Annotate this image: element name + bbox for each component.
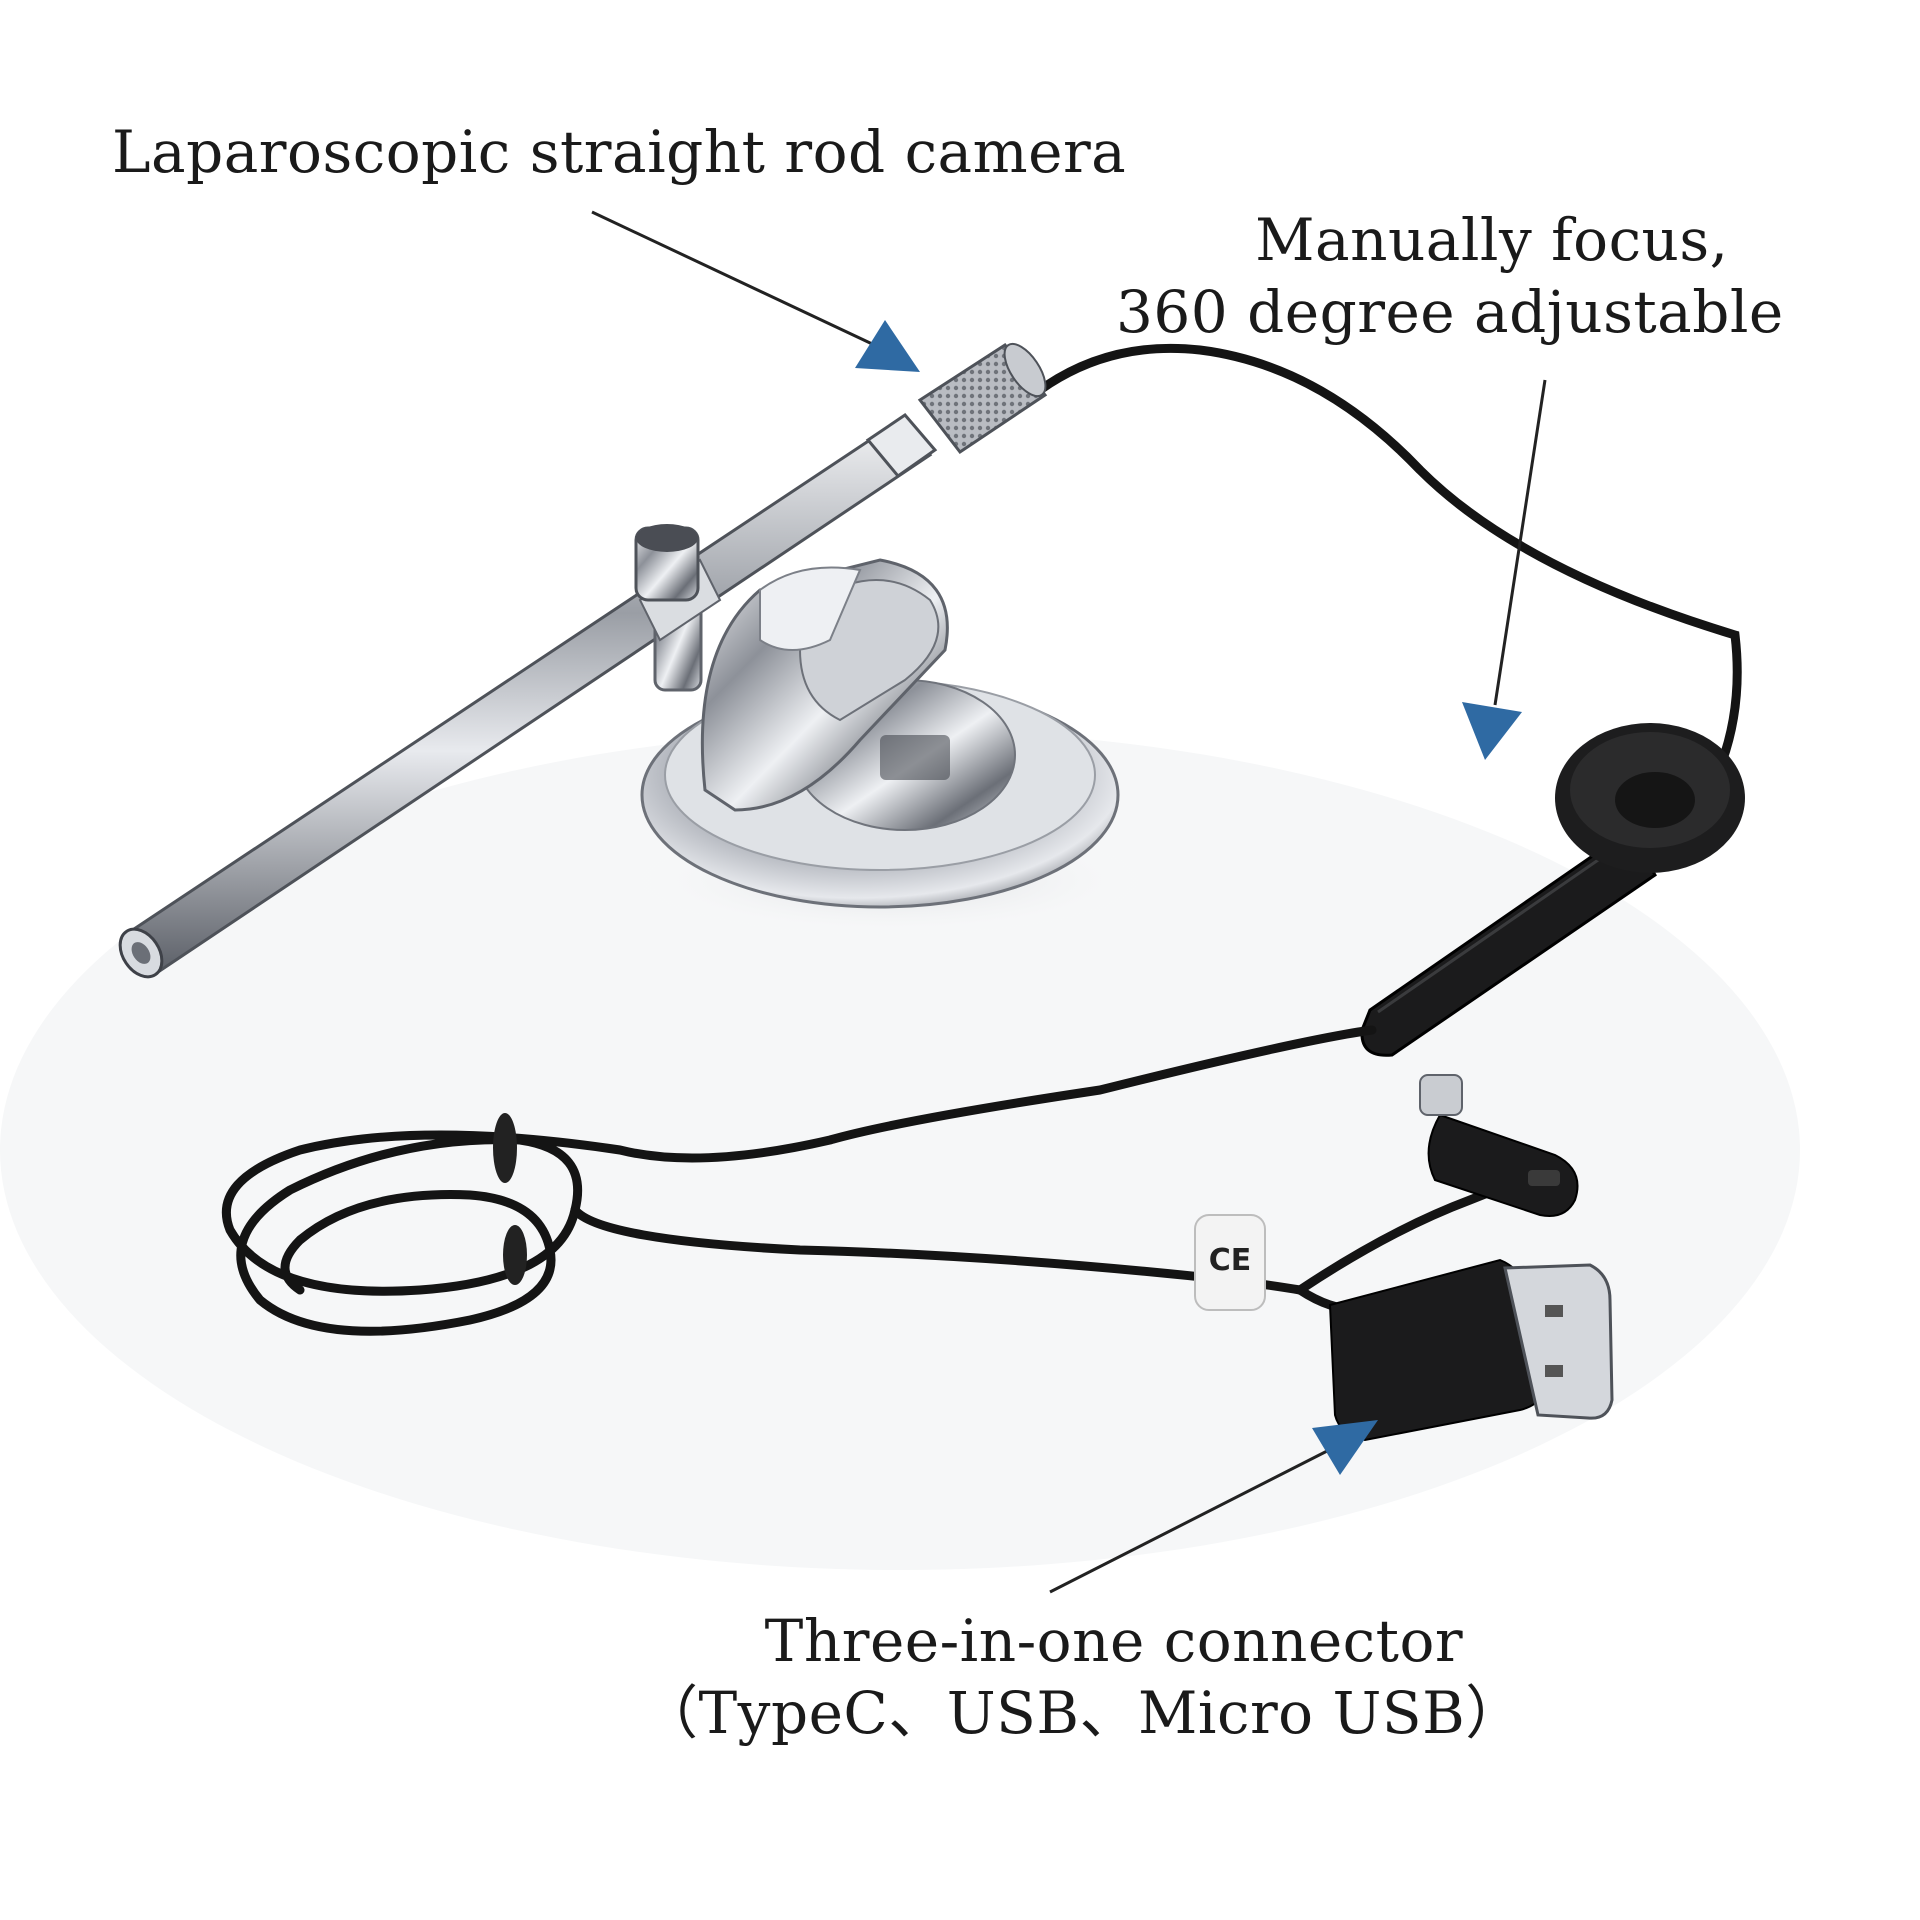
cable-tie	[493, 1113, 517, 1183]
caption-connector-line1: Three-in-one connector	[764, 1607, 1464, 1675]
callout-arrow-rod	[591, 210, 920, 372]
rod-camera	[118, 342, 1048, 979]
cable-label: CE	[1194, 1214, 1266, 1311]
caption-connector-line2: （TypeC、USB、Micro USB）	[640, 1679, 1524, 1747]
caption-focus-line2: 360 degree adjustable	[1116, 278, 1784, 346]
caption-rod-camera: Laparoscopic straight rod camera	[112, 118, 1127, 186]
camera-stand	[640, 558, 1120, 909]
caption-connector: Three-in-one connector （TypeC、USB、Micro …	[640, 1605, 1524, 1749]
three-in-one-connector	[1328, 1074, 1614, 1442]
cable-label-text: CE	[1209, 1243, 1252, 1278]
caption-focus: Manually focus, 360 degree adjustable	[1116, 204, 1784, 348]
control-module	[1360, 723, 1745, 1057]
caption-focus-line1: Manually focus,	[1255, 206, 1729, 274]
callout-arrow-focus	[1462, 379, 1547, 760]
cable-tie	[503, 1225, 527, 1285]
callout-arrow-connector	[1049, 1420, 1378, 1594]
upper-cable	[1035, 343, 1742, 795]
